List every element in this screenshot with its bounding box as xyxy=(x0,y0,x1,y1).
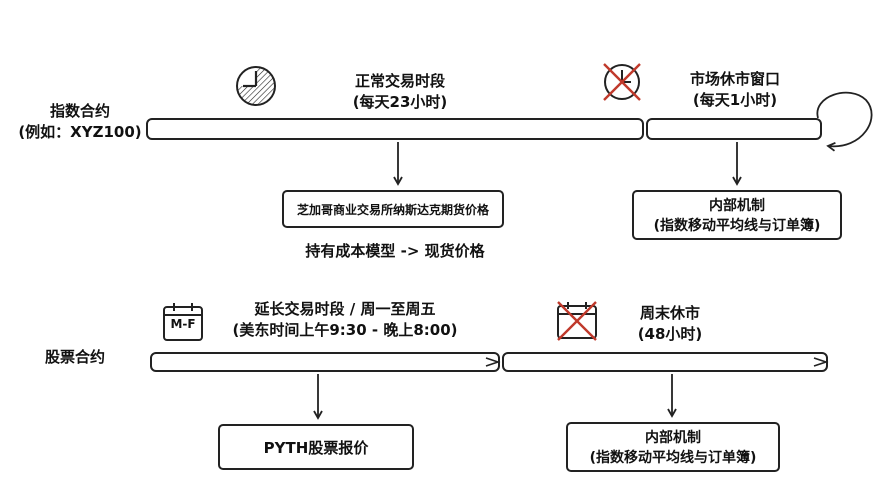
arrow-extended-bar-tip xyxy=(485,357,501,367)
regular-session-title: 正常交易时段 xyxy=(354,72,445,90)
weekend-title: 周末休市 xyxy=(639,304,700,322)
pyth-quote-text: PYTH股票报价 xyxy=(263,438,369,457)
index-contract-label-line1: 指数合约 xyxy=(49,102,110,120)
index-internal-mechanism-box: 内部机制 (指数移动平均线与订单簿) xyxy=(632,190,842,240)
regular-session-bar xyxy=(146,118,644,140)
market-break-subtitle: (每天1小时) xyxy=(692,91,778,109)
calendar-icon-text: M-F xyxy=(170,317,196,331)
cost-of-carry-note: 持有成本模型 -> 现货价格 xyxy=(305,242,485,260)
equity-internal-mechanism-line2: (指数移动平均线与订单簿) xyxy=(589,450,757,466)
weekend-closed-calendar-icon xyxy=(557,301,597,341)
pyth-quote-box: PYTH股票报价 xyxy=(218,424,414,470)
weekend-label: 周末休市 (48小时) xyxy=(600,302,740,344)
market-closed-clock-icon xyxy=(603,63,641,101)
arrow-weekend-bar-tip xyxy=(813,357,829,367)
market-break-title: 市场休市窗口 xyxy=(689,70,780,88)
loop-arrow xyxy=(816,91,873,152)
market-break-label: 市场休市窗口 (每天1小时) xyxy=(650,68,820,110)
cme-price-text: 芝加哥商业交易所纳斯达克期货价格 xyxy=(296,202,489,217)
extended-session-title: 延长交易时段 / 周一至周五 xyxy=(254,300,436,318)
clock-icon xyxy=(236,66,276,106)
regular-session-label: 正常交易时段 (每天23小时) xyxy=(300,70,500,112)
equity-contract-label: 股票合约 xyxy=(44,348,105,366)
regular-session-subtitle: (每天23小时) xyxy=(352,93,448,111)
extended-session-subtitle: (美东时间上午9:30 - 晚上8:00) xyxy=(232,321,458,339)
index-internal-mechanism-line2: (指数移动平均线与订单簿) xyxy=(653,218,821,234)
equity-internal-mechanism-line1: 内部机制 xyxy=(645,430,701,446)
index-contract-label-line2: (例如：XYZ100) xyxy=(18,123,142,141)
calendar-weekday-icon: M-F xyxy=(162,302,204,342)
weekend-subtitle: (48小时) xyxy=(637,325,703,343)
market-break-bar xyxy=(646,118,822,140)
index-contract-label: 指数合约 (例如：XYZ100) xyxy=(0,100,160,142)
cme-price-box: 芝加哥商业交易所纳斯达克期货价格 xyxy=(282,190,504,228)
index-internal-mechanism-line1: 内部机制 xyxy=(709,198,765,214)
equity-internal-mechanism-box: 内部机制 (指数移动平均线与订单簿) xyxy=(566,422,780,472)
extended-session-label: 延长交易时段 / 周一至周五 (美东时间上午9:30 - 晚上8:00) xyxy=(205,298,485,340)
